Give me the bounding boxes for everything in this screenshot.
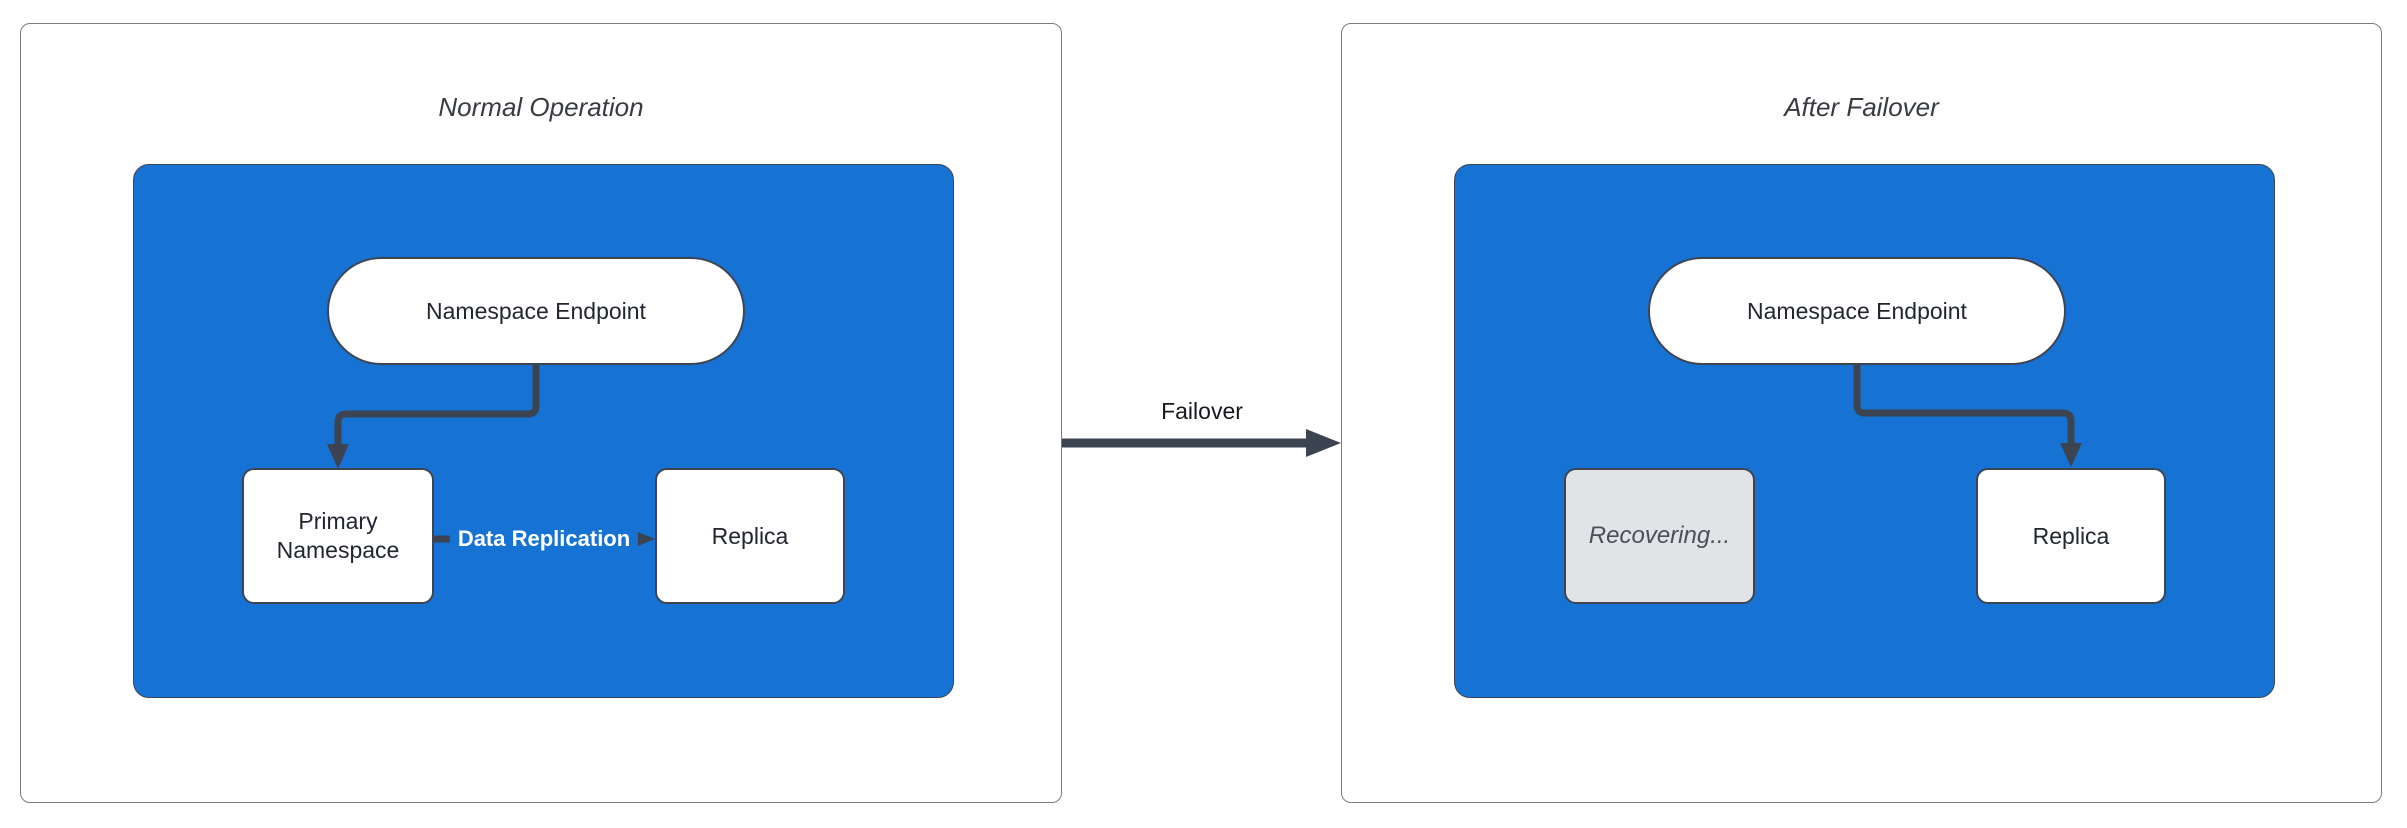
panel-title-after-failover: After Failover bbox=[1784, 92, 1939, 122]
arrowhead-down-icon bbox=[327, 444, 349, 469]
edge-endpoint-to-replica bbox=[1853, 365, 2075, 445]
edges-failover bbox=[1853, 365, 2082, 467]
node-replica-normal: Replica bbox=[655, 468, 845, 604]
namespace-container-normal: Namespace Endpoint Primary Namespace Rep… bbox=[133, 164, 954, 698]
node-recovering: Recovering... bbox=[1564, 468, 1755, 604]
panel-title-normal-operation: Normal Operation bbox=[438, 92, 644, 122]
failover-arrowhead-icon bbox=[1306, 429, 1341, 457]
panel-normal-operation: Normal Operation Namespace Endpoint Prim… bbox=[20, 23, 1062, 803]
namespace-container-failover: Namespace Endpoint Recovering... Replica bbox=[1454, 164, 2275, 698]
edge-label-data-replication: Data Replication bbox=[449, 524, 639, 554]
edge-endpoint-to-primary bbox=[334, 365, 540, 446]
node-namespace-endpoint-failover: Namespace Endpoint bbox=[1648, 257, 2066, 365]
node-replica-failover: Replica bbox=[1976, 468, 2166, 604]
failover-label: Failover bbox=[1161, 398, 1243, 424]
panel-after-failover: After Failover Namespace Endpoint Recove… bbox=[1341, 23, 2382, 803]
node-namespace-endpoint: Namespace Endpoint bbox=[327, 257, 745, 365]
arrowhead-down-icon bbox=[2060, 443, 2082, 467]
failover-arrow-icon bbox=[1062, 429, 1341, 457]
node-primary-namespace: Primary Namespace bbox=[242, 468, 434, 604]
edges-normal bbox=[327, 365, 655, 548]
